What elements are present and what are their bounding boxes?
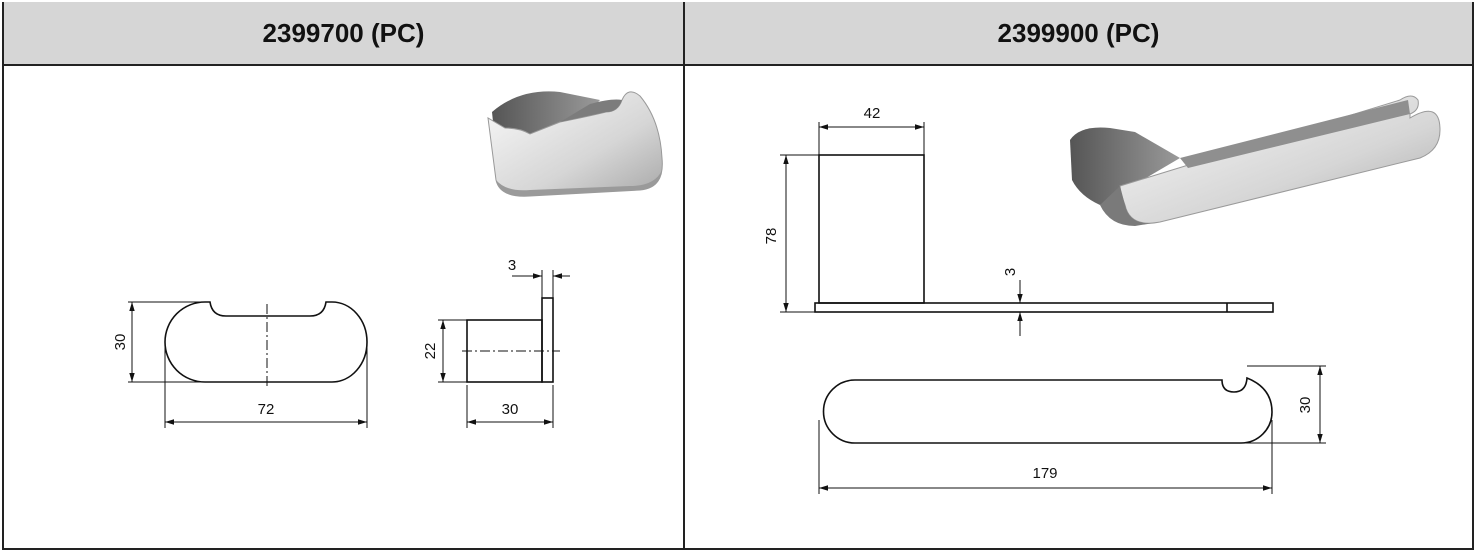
dim-side-thickness [512, 270, 570, 298]
hook-side-view [462, 297, 560, 383]
dim-side-height [438, 319, 467, 383]
product-title-right: 2399900 (PC) [685, 2, 1472, 66]
hook-front-view [164, 301, 368, 386]
dim-plate-width [818, 122, 925, 155]
label-thickness-3: 3 [508, 257, 516, 274]
dim-front-width [164, 346, 368, 428]
label-body-height-22: 22 [422, 343, 439, 360]
dim-front-height [128, 301, 205, 383]
label-width-72: 72 [258, 401, 275, 418]
product-title-left: 2399700 (PC) [4, 2, 683, 66]
label-length-179: 179 [1032, 465, 1057, 482]
dim-side-depth [466, 385, 554, 428]
hook-3d-render [487, 91, 663, 197]
label-height-78: 78 [763, 228, 780, 245]
label-depth-30: 30 [502, 401, 519, 418]
label-height-30: 30 [112, 334, 129, 351]
towel-bar-3d-render [1070, 95, 1441, 226]
label-bar-depth-30: 30 [1297, 397, 1314, 414]
label-bar-thickness-3: 3 [1002, 268, 1019, 276]
dim-overall-length [818, 420, 1273, 494]
dim-bar-depth [1241, 365, 1326, 444]
panel-divider [683, 2, 685, 550]
dim-overall-height [780, 154, 819, 313]
towel-bar-top-view [822, 376, 1273, 444]
towel-bar-side-view [814, 154, 1274, 313]
label-plate-width-42: 42 [864, 105, 881, 122]
